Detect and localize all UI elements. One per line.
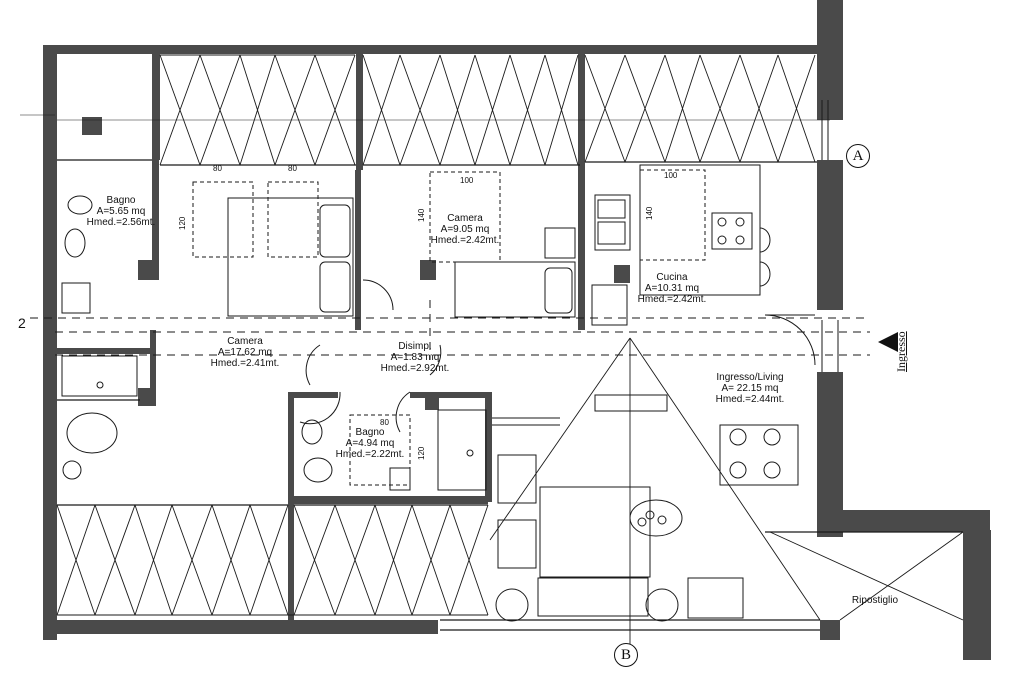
room-area: A=1.83 mq [390,352,440,363]
dim-bed2-height: 140 [417,208,426,222]
room-label-ripostiglio: Ripostiglio [835,595,915,606]
room-label-bagno-1: Bagno A=5.65 mq Hmed.=2.56mt. [86,195,156,228]
room-name: Ripostiglio [851,595,899,606]
room-height: Hmed.=2.56mt. [86,217,156,228]
entrance-arrow [878,332,898,352]
partition-lines [20,114,963,631]
roof-trusses [56,54,964,650]
dim-kitchen-width: 100 [664,171,678,180]
entrance-label: Ingresso [894,331,908,372]
room-area: A=4.94 mq [345,438,395,449]
section-marker-left: 2 [18,315,26,331]
dim-bed1-height: 120 [178,216,187,230]
dim-bath2-width: 80 [380,418,389,427]
room-height: Hmed.=2.41mt. [210,358,280,369]
section-lines [30,300,870,360]
dim-bed1-width-1: 80 [213,164,222,173]
room-label-living: Ingresso/Living A= 22.15 mq Hmed.=2.44mt… [700,372,800,405]
room-label-disimpegno: Disimp. A=1.83 mq Hmed.=2.92mt. [375,341,455,374]
room-area: A=9.05 mq [440,224,490,235]
room-area: A=10.31 mq [644,283,700,294]
room-area: A=17.62 mq [217,347,273,358]
room-label-bagno-2: Bagno A=4.94 mq Hmed.=2.22mt. [330,427,410,460]
room-height: Hmed.=2.42mt. [430,235,500,246]
interior-walls [55,52,630,622]
exterior-walls [43,0,991,660]
room-name: Bagno [355,427,385,438]
dim-bath2-height: 120 [417,446,426,460]
furniture [61,100,839,622]
dim-bed1-width-2: 80 [288,164,297,173]
room-name: Camera [227,336,263,347]
room-label-camera-2: Camera A=9.05 mq Hmed.=2.42mt. [425,213,505,246]
room-height: Hmed.=2.42mt. [637,294,707,305]
room-name: Disimp. [398,341,432,352]
room-height: Hmed.=2.22mt. [335,449,405,460]
room-name: Bagno [106,195,136,206]
section-marker-a: A [846,144,870,168]
room-name: Cucina [656,272,688,283]
room-area: A=5.65 mq [96,206,146,217]
room-height: Hmed.=2.92mt. [380,363,450,374]
room-name: Ingresso/Living [716,372,784,383]
section-marker-b: B [614,643,638,667]
room-label-camera-1: Camera A=17.62 mq Hmed.=2.41mt. [205,336,285,369]
room-height: Hmed.=2.44mt. [715,394,785,405]
room-name: Camera [447,213,483,224]
room-area: A= 22.15 mq [721,383,779,394]
dim-bed2-width: 100 [460,176,474,185]
room-label-cucina: Cucina A=10.31 mq Hmed.=2.42mt. [632,272,712,305]
dim-kitchen-height: 140 [645,206,654,220]
